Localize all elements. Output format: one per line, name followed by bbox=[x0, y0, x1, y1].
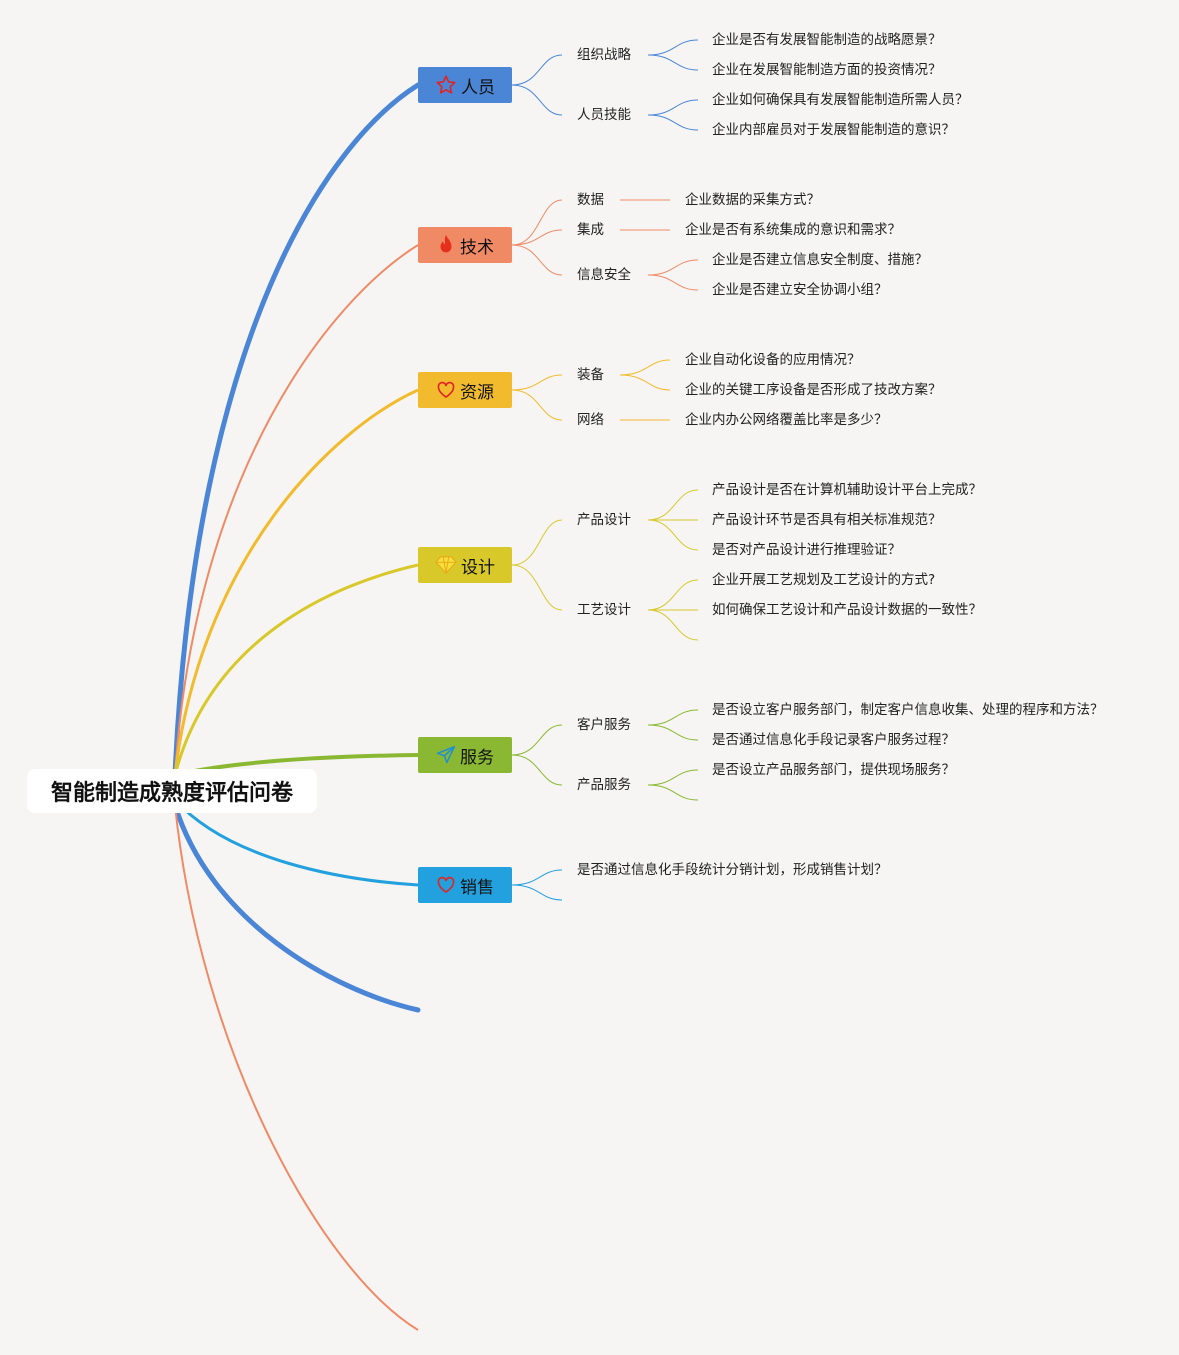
question-item[interactable]: 企业在发展智能制造方面的投资情况？ bbox=[712, 62, 942, 78]
connectors-fuwu bbox=[511, 709, 699, 801]
heart-icon bbox=[436, 380, 456, 400]
branch-label: 服务 bbox=[460, 747, 494, 768]
branch-label: 人员 bbox=[461, 77, 495, 98]
question-item[interactable]: 是否设立产品服务部门，提供现场服务？ bbox=[712, 762, 955, 778]
connectors-xiaoshou bbox=[511, 869, 563, 901]
branch-jishu[interactable]: 技术 bbox=[418, 227, 512, 263]
question-item[interactable]: 是否对产品设计进行推理验证？ bbox=[712, 542, 901, 558]
branch-fuwu[interactable]: 服务 bbox=[418, 737, 512, 773]
root-topic[interactable]: 智能制造成熟度评估问卷 bbox=[27, 769, 317, 813]
connectors-jishu bbox=[511, 199, 699, 291]
connector-root-empty-orange bbox=[174, 804, 419, 1331]
question-item[interactable]: 企业是否有系统集成的意识和需求？ bbox=[685, 222, 901, 238]
question-item[interactable]: 产品设计是否在计算机辅助设计平台上完成？ bbox=[712, 482, 982, 498]
root-title: 智能制造成熟度评估问卷 bbox=[50, 781, 293, 806]
subtopic-label[interactable]: 网络 bbox=[577, 412, 604, 428]
subtopic-label[interactable]: 客户服务 bbox=[577, 717, 631, 733]
question-item[interactable]: 企业如何确保具有发展智能制造所需人员？ bbox=[712, 92, 969, 108]
subtopic-label[interactable]: 组织战略 bbox=[577, 47, 631, 63]
star-icon bbox=[435, 74, 457, 96]
connector-root-jishu bbox=[174, 244, 419, 776]
branch-label: 设计 bbox=[461, 557, 495, 578]
question-item[interactable]: 是否通过信息化手段统计分销计划，形成销售计划？ bbox=[577, 862, 888, 878]
branch-xiaoshou[interactable]: 销售 bbox=[418, 867, 512, 903]
subtopic-label[interactable]: 产品服务 bbox=[577, 777, 631, 793]
heart-icon bbox=[436, 875, 456, 895]
subtopic-label[interactable]: 数据 bbox=[577, 192, 604, 208]
connector-root-renyuan bbox=[172, 82, 421, 778]
question-item[interactable]: 企业内办公网络覆盖比率是多少？ bbox=[685, 412, 888, 428]
subtopic-label[interactable]: 工艺设计 bbox=[577, 602, 631, 618]
subtopic-label[interactable]: 集成 bbox=[577, 222, 604, 238]
connector-root-xiaoshou bbox=[173, 798, 419, 887]
connectors-ziyuan bbox=[511, 359, 671, 421]
branch-label: 技术 bbox=[460, 237, 494, 258]
subtopic-label[interactable]: 人员技能 bbox=[577, 107, 631, 123]
subtopic-label[interactable]: 装备 bbox=[577, 367, 604, 383]
branch-ziyuan[interactable]: 资源 bbox=[418, 372, 512, 408]
question-item[interactable]: 企业是否建立安全协调小组？ bbox=[712, 282, 888, 298]
diamond-icon bbox=[435, 555, 457, 575]
branch-renyuan[interactable]: 人员 bbox=[418, 67, 512, 103]
connector-root-sheji bbox=[173, 563, 419, 776]
question-item[interactable]: 企业是否建立信息安全制度、措施？ bbox=[712, 252, 928, 268]
question-item[interactable]: 产品设计环节是否具有相关标准规范？ bbox=[712, 512, 942, 528]
branch-label: 销售 bbox=[460, 877, 494, 898]
question-item[interactable]: 企业是否有发展智能制造的战略愿景？ bbox=[712, 32, 942, 48]
question-item[interactable]: 企业开展工艺规划及工艺设计的方式? bbox=[712, 572, 936, 588]
question-item[interactable]: 是否设立客户服务部门，制定客户信息收集、处理的程序和方法？ bbox=[712, 702, 1104, 718]
branch-sheji[interactable]: 设计 bbox=[418, 547, 512, 583]
fire-icon bbox=[436, 234, 456, 256]
subtopic-label[interactable]: 产品设计 bbox=[577, 512, 631, 528]
question-item[interactable]: 企业自动化设备的应用情况？ bbox=[685, 352, 861, 368]
branch-label: 资源 bbox=[460, 382, 494, 403]
question-item[interactable]: 企业内部雇员对于发展智能制造的意识？ bbox=[712, 122, 955, 138]
subtopic-label[interactable]: 信息安全 bbox=[577, 267, 631, 283]
send-icon bbox=[436, 745, 456, 765]
question-item[interactable]: 企业数据的采集方式？ bbox=[685, 192, 820, 208]
question-item[interactable]: 如何确保工艺设计和产品设计数据的一致性？ bbox=[712, 602, 982, 618]
connectors-sheji bbox=[511, 489, 699, 641]
connectors-renyuan bbox=[511, 39, 699, 131]
question-item[interactable]: 企业的关键工序设备是否形成了技改方案？ bbox=[685, 382, 942, 398]
connector-root-empty-blue bbox=[172, 802, 421, 1013]
question-item[interactable]: 是否通过信息化手段记录客户服务过程？ bbox=[712, 732, 955, 748]
connector-root-ziyuan bbox=[173, 388, 419, 776]
